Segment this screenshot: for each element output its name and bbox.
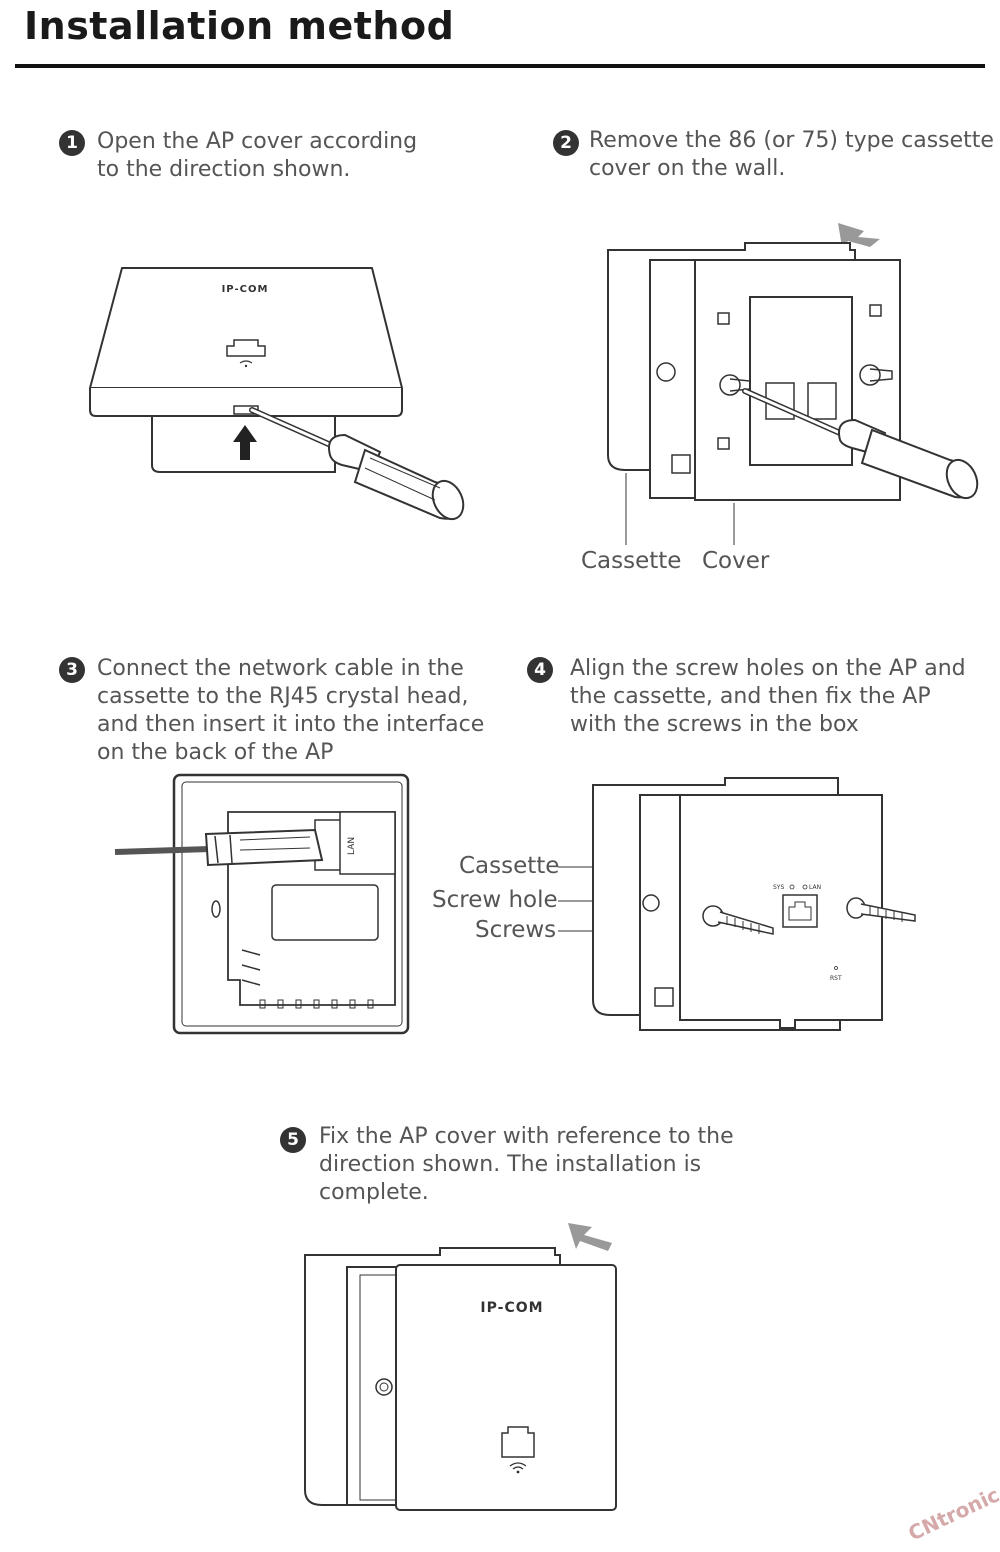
step-4-badge: 4: [527, 657, 553, 683]
screw-icon: [702, 897, 916, 935]
step-3-badge: 3: [59, 657, 85, 683]
label-cover: Cover: [702, 548, 770, 574]
step-5-text: Fix the AP cover with reference to the d…: [319, 1124, 734, 1205]
lan-led-label: LAN: [809, 884, 821, 891]
wifi-icon: [239, 360, 253, 368]
network-cable: [114, 828, 324, 867]
label-screws: Screws: [475, 917, 557, 943]
vent-holes: [259, 999, 374, 1009]
step-5-badge: 5: [280, 1127, 306, 1153]
ethernet-port-icon: [501, 1426, 535, 1458]
label-cassette-4: Cassette: [459, 853, 560, 879]
port-lan-label: LAN: [347, 837, 357, 855]
brand-logo: IP-COM: [222, 284, 269, 295]
step-2-illustration: [607, 223, 979, 545]
step-5-illustration: IP-COM: [304, 1223, 617, 1511]
page-title: Installation method: [24, 4, 455, 48]
step-1-badge: 1: [59, 130, 85, 156]
step-2-text: Remove the 86 (or 75) type cassette cove…: [589, 128, 994, 181]
brand-logo: IP-COM: [480, 1300, 543, 1316]
title-divider: [15, 64, 985, 68]
watermark: CNtronic: [904, 1482, 1000, 1546]
screw-icon: [719, 364, 893, 396]
step-3-illustration: LAN: [114, 773, 410, 1035]
wifi-icon: [509, 1462, 527, 1474]
step-4-illustration: SYS LAN RST: [558, 777, 916, 1031]
step-1-text: Open the AP cover according to the direc…: [97, 129, 418, 182]
step-1-illustration: IP-COM: [89, 267, 465, 521]
rst-label: RST: [830, 975, 842, 982]
screwdriver-icon: [742, 388, 979, 500]
step-3-text: Connect the network cable in the cassett…: [97, 656, 485, 765]
ethernet-port-icon: [226, 339, 266, 357]
label-cassette: Cassette: [581, 548, 682, 574]
ethernet-port-icon: [782, 894, 818, 928]
step-2-badge: 2: [553, 130, 579, 156]
step-4-text: Align the screw holes on the AP and the …: [570, 656, 966, 737]
arrow-up-icon: [233, 425, 257, 460]
arrow-right-icon: [838, 223, 880, 247]
arrow-left-icon: [568, 1223, 612, 1251]
screwdriver-icon: [249, 407, 465, 521]
label-screw-hole: Screw hole: [432, 887, 558, 913]
sys-led-label: SYS: [773, 884, 784, 891]
